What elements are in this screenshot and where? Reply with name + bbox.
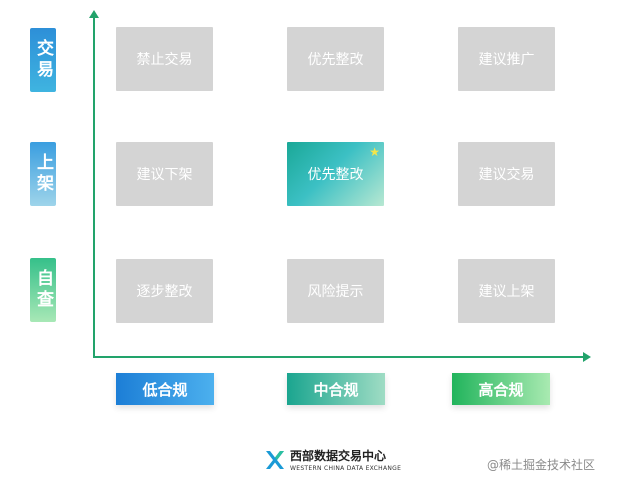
watermark: @稀土掘金技术社区 [487, 458, 596, 472]
cell-r0-c1: 优先整改 [287, 27, 384, 91]
cell-r1-c0: 建议下架 [116, 142, 213, 206]
exchange-logo-icon [266, 451, 284, 469]
cell-r2-c2: 建议上架 [458, 259, 555, 323]
cell-r1-c2: 建议交易 [458, 142, 555, 206]
footer-org-subtitle: WESTERN CHINA DATA EXCHANGE [290, 465, 402, 472]
x-label-high-compliance: 高合规 [452, 373, 550, 405]
y-label-listing: 上架 [30, 142, 56, 206]
x-axis-arrow-icon [583, 352, 591, 362]
x-label-mid-compliance: 中合规 [287, 373, 385, 405]
x-label-low-compliance: 低合规 [116, 373, 214, 405]
cell-r0-c2: 建议推广 [458, 27, 555, 91]
footer-org-name: 西部数据交易中心 [290, 449, 387, 463]
star-icon: ★ [369, 145, 380, 159]
cell-r1-c1-highlighted: 优先整改 ★ [287, 142, 384, 206]
cell-r2-c1: 风险提示 [287, 259, 384, 323]
x-axis-line [93, 356, 583, 358]
y-label-selfcheck: 自查 [30, 258, 56, 322]
cell-r1-c1-label: 优先整改 [307, 167, 364, 183]
y-axis-arrow-icon [89, 10, 99, 18]
cell-r0-c0: 禁止交易 [116, 27, 213, 91]
y-axis-line [93, 16, 95, 358]
y-label-trade: 交易 [30, 28, 56, 92]
cell-r2-c0: 逐步整改 [116, 259, 213, 323]
